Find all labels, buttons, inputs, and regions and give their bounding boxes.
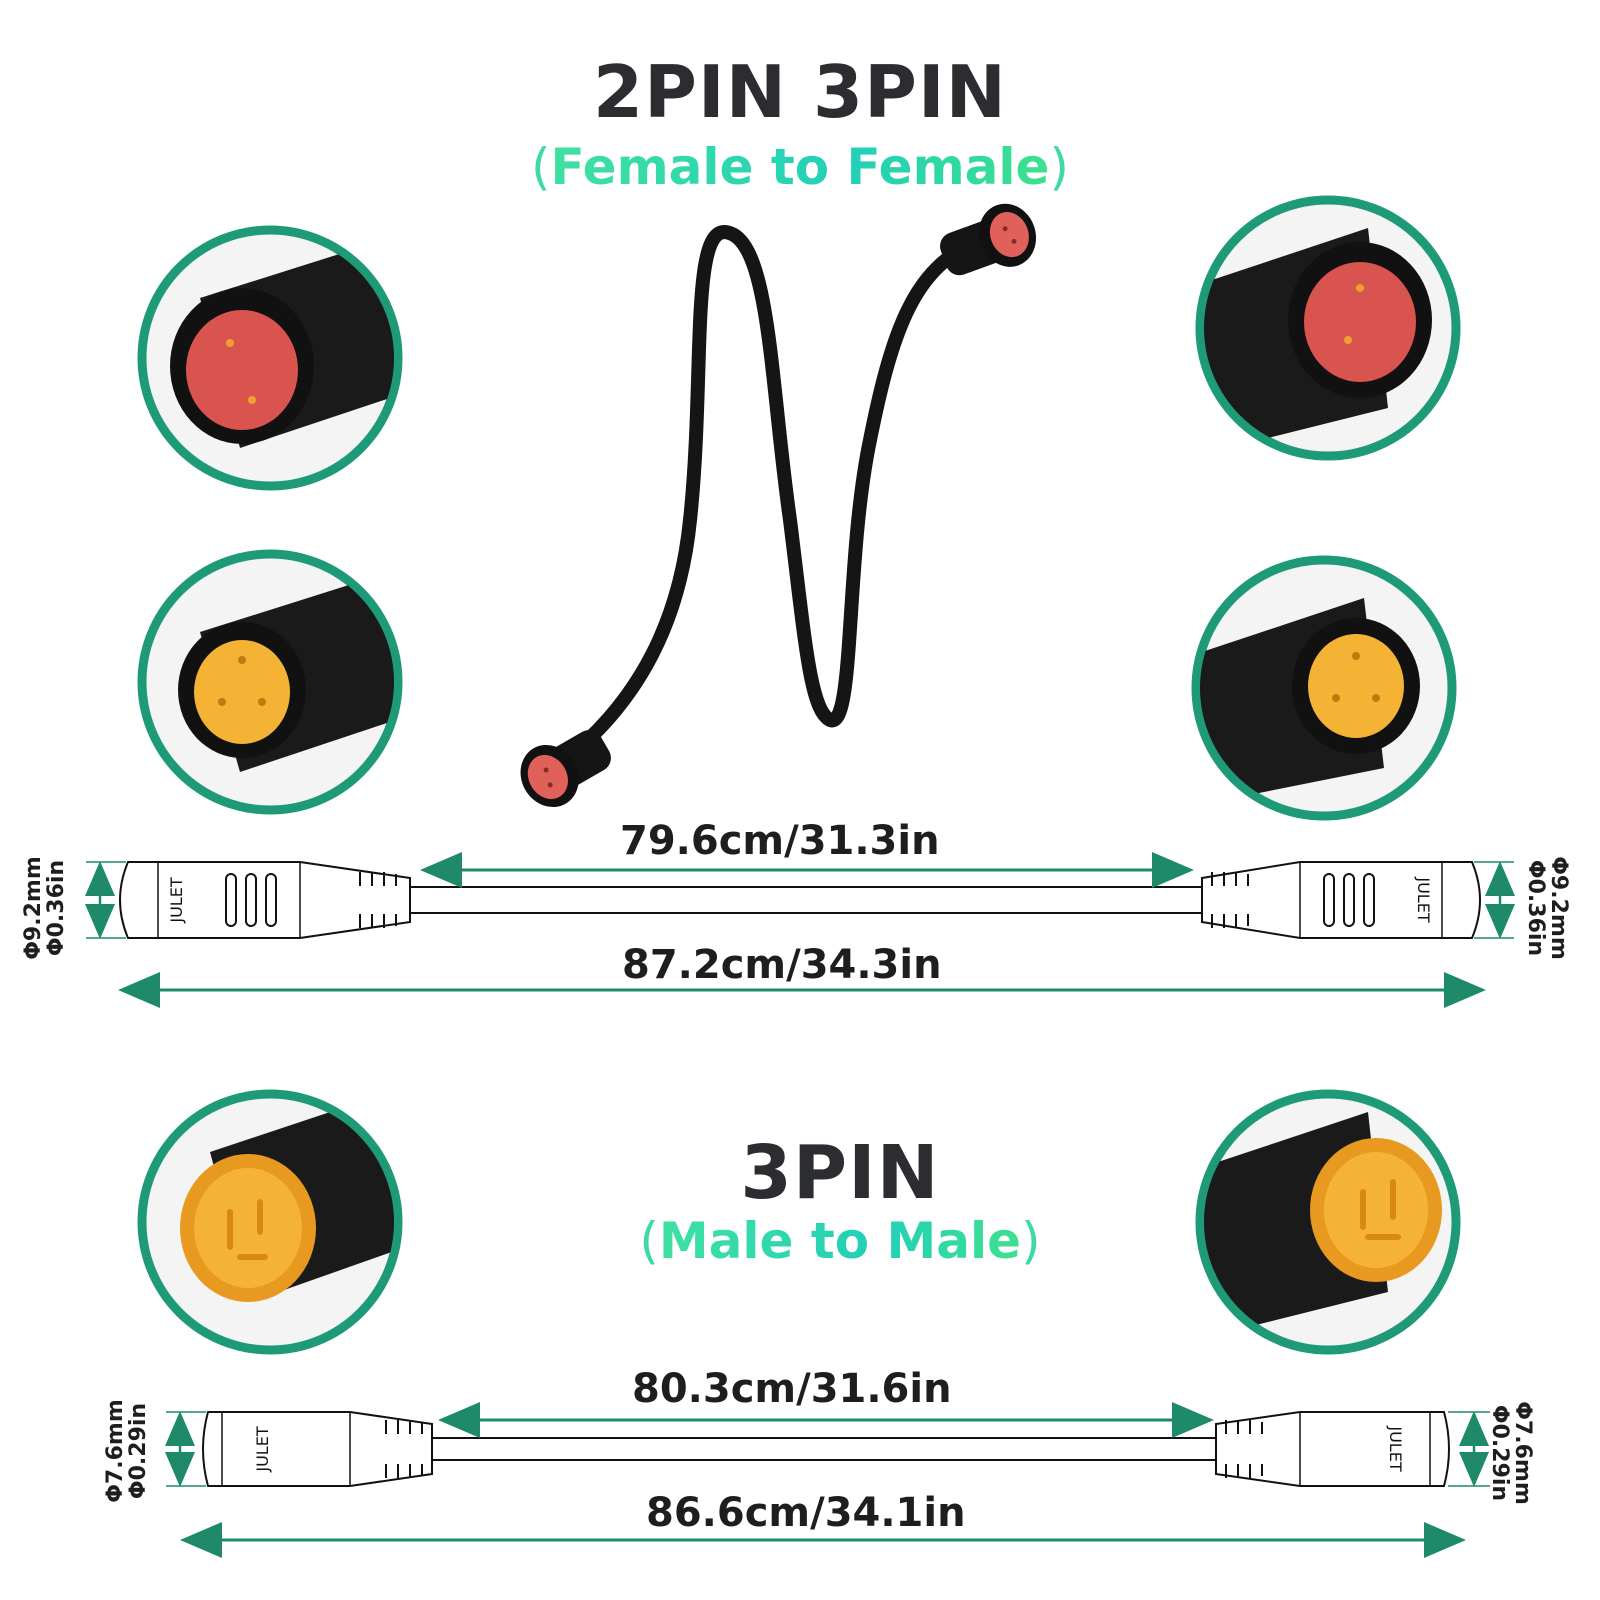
closeup-top-left-red [137,225,403,491]
closeup-mid-right-yellow [1191,555,1457,821]
top-subtitle: (Female to Female) [0,138,1600,196]
bottom-total-length: 86.6cm/34.1in [646,1490,966,1536]
bottom-subtitle-open: ( [639,1212,659,1270]
top-subtitle-open: ( [531,138,551,196]
top-cable-body [409,886,1203,914]
closeup-mid-left-yellow [137,549,403,815]
bottom-diameter-right: Φ7.6mm Φ0.29in [1487,1398,1535,1508]
bottom-subtitle-close: ) [1021,1212,1041,1270]
top-total-length: 87.2cm/34.3in [622,942,942,988]
bottom-inner-length: 80.3cm/31.6in [632,1366,952,1412]
bottom-connector-left [202,1411,433,1487]
bottom-diameter-left-in: Φ0.29in [126,1402,151,1500]
top-brand-right: JULET [1414,876,1433,922]
top-diameter-right: Φ9.2mm Φ0.36in [1523,853,1571,963]
top-diameter-right-in: Φ0.36in [1523,859,1548,957]
bottom-diameter-right-mm: Φ7.6mm [1510,1401,1535,1505]
closeup-bottom-right-male [1195,1089,1461,1355]
bottom-subtitle-text: Male to Male [658,1212,1022,1270]
top-dimension-drawing: JULET JULET [85,852,1515,1008]
bottom-brand-right: JULET [1386,1425,1405,1471]
bottom-brand-left: JULET [253,1426,272,1472]
top-title: 2PIN 3PIN [593,50,1007,134]
bottom-connector-right [1215,1411,1450,1487]
top-brand-left: JULET [167,877,186,923]
bottom-diameter-left: Φ7.6mm Φ0.29in [103,1396,151,1506]
top-diameter-left: Φ9.2mm Φ0.36in [21,853,69,963]
bottom-dimension-drawing: JULET JULET [165,1402,1490,1558]
cable-loop [558,225,967,767]
top-inner-length: 79.6cm/31.3in [620,818,940,864]
top-connector-right [1201,861,1481,939]
closeup-top-right-red [1195,195,1461,461]
top-subtitle-close: ) [1049,138,1069,196]
top-diameter-left-mm: Φ9.2mm [21,856,46,960]
cable-connector-top [940,203,1037,276]
bottom-cable-body [431,1437,1217,1461]
top-diameter-left-in: Φ0.36in [44,859,69,957]
top-connector-left [119,861,411,939]
bottom-diameter-left-mm: Φ7.6mm [103,1399,128,1503]
bottom-diameter-right-in: Φ0.29in [1487,1404,1512,1502]
bottom-subtitle: (Male to Male) [40,1212,1600,1270]
top-subtitle-text: Female to Female [550,138,1050,196]
cable-connector-bottom [520,730,611,808]
closeup-bottom-left-male [137,1089,403,1355]
bottom-title: 3PIN [740,1130,940,1216]
top-diameter-right-mm: Φ9.2mm [1546,856,1571,960]
